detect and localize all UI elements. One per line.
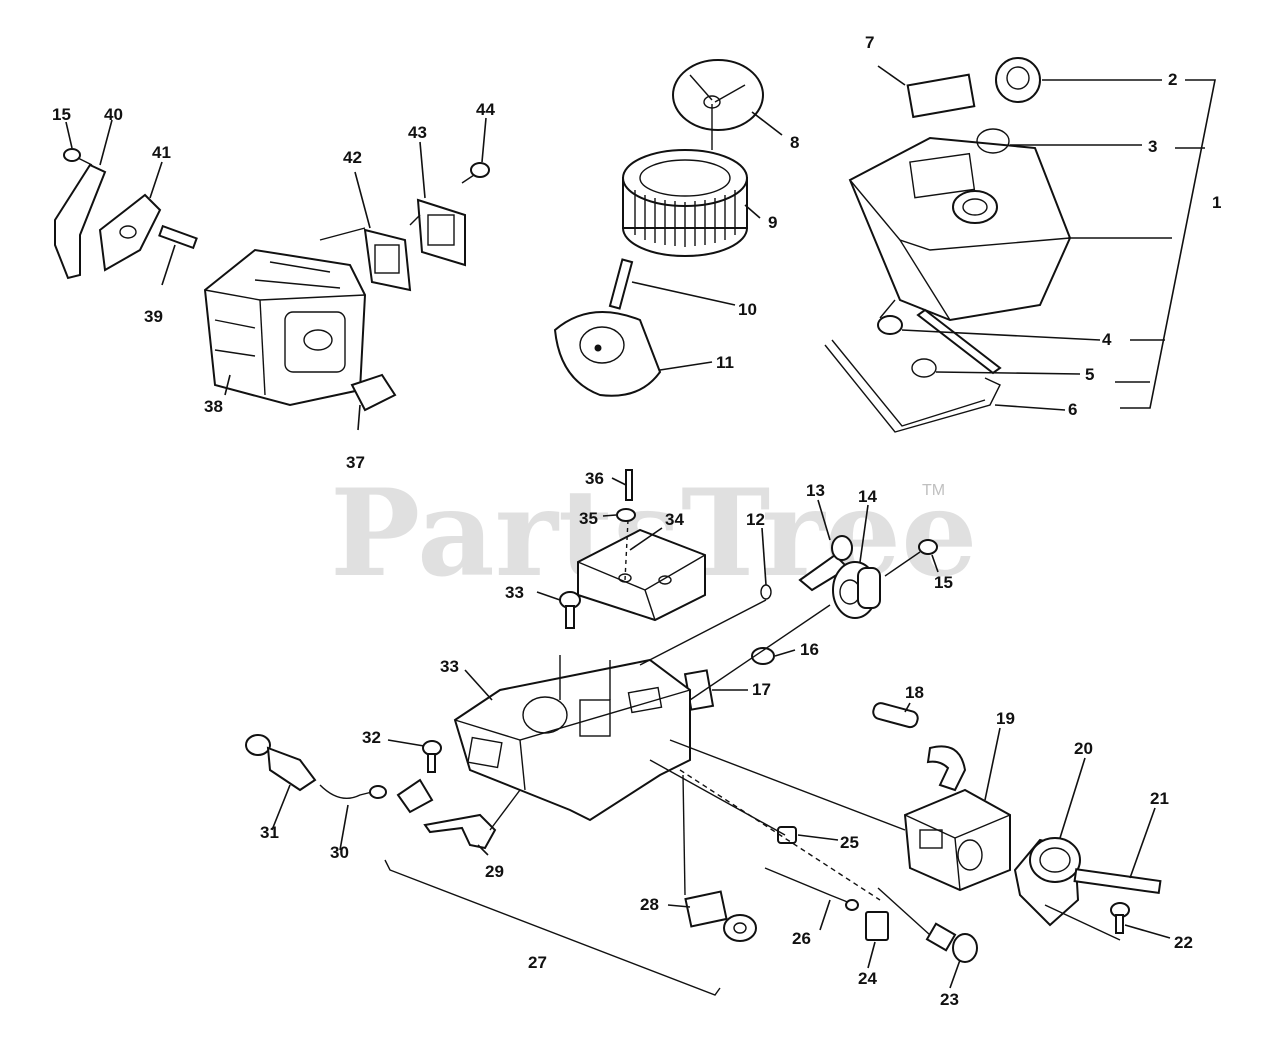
callout-38: 37: [346, 453, 365, 472]
callout-35: 34: [665, 510, 684, 529]
callout-8: 8: [790, 133, 799, 152]
callout-17: 17: [752, 680, 771, 699]
callout-19: 19: [996, 709, 1015, 728]
callout-45: 44: [476, 100, 495, 119]
callout-4: 4: [1102, 330, 1112, 349]
callout-23: 23: [940, 990, 959, 1009]
callout-34: 33: [505, 583, 524, 602]
callout-33: 33: [440, 657, 459, 676]
callout-36: 35: [579, 509, 598, 528]
muffler-assembly: 15 40 41 39 38 37 42 43 44: [52, 100, 495, 472]
chassis-assembly: 36 35 34 33 12 13 14 15 16 17 18 19 20 2…: [245, 469, 1193, 1009]
cover-assembly: 7 2 3 1 4 5 6: [824, 33, 1221, 433]
callout-15-top: 15: [52, 105, 71, 124]
callout-15-mid: 15: [934, 573, 953, 592]
callout-32: 32: [362, 728, 381, 747]
callout-13: 13: [806, 481, 825, 500]
callout-44: 43: [408, 123, 427, 142]
callout-9: 9: [768, 213, 777, 232]
callout-43: 42: [343, 148, 362, 167]
callout-11: 11: [716, 353, 734, 372]
callout-27: 27: [528, 953, 547, 972]
callout-24: 24: [858, 969, 877, 988]
callout-20: 20: [1074, 739, 1093, 758]
callout-42: 41: [152, 143, 171, 162]
callout-5: 5: [1085, 365, 1094, 384]
callout-7: 7: [865, 33, 874, 52]
callout-41: 40: [104, 105, 123, 124]
callout-25: 25: [840, 833, 859, 852]
callout-40: 39: [144, 307, 163, 326]
callout-30: 30: [330, 843, 349, 862]
callout-6: 6: [1068, 400, 1077, 419]
callout-31: 31: [260, 823, 279, 842]
callout-3: 3: [1148, 137, 1157, 156]
callout-28: 28: [640, 895, 659, 914]
watermark-tm: TM: [922, 482, 945, 499]
callout-21: 21: [1150, 789, 1169, 808]
callout-22: 22: [1174, 933, 1193, 952]
callout-37: 36: [585, 469, 604, 488]
callout-14: 14: [858, 487, 877, 506]
callout-12: 12: [746, 510, 765, 529]
callout-39: 38: [204, 397, 223, 416]
callout-10: 10: [738, 300, 757, 319]
callout-2: 2: [1168, 70, 1177, 89]
callout-1: 1: [1212, 193, 1221, 212]
callout-16: 16: [800, 640, 819, 659]
callout-29: 29: [485, 862, 504, 881]
air-filter-assembly: 8 9 10 11: [553, 59, 799, 397]
callout-26: 26: [792, 929, 811, 948]
callout-18: 18: [905, 683, 924, 702]
